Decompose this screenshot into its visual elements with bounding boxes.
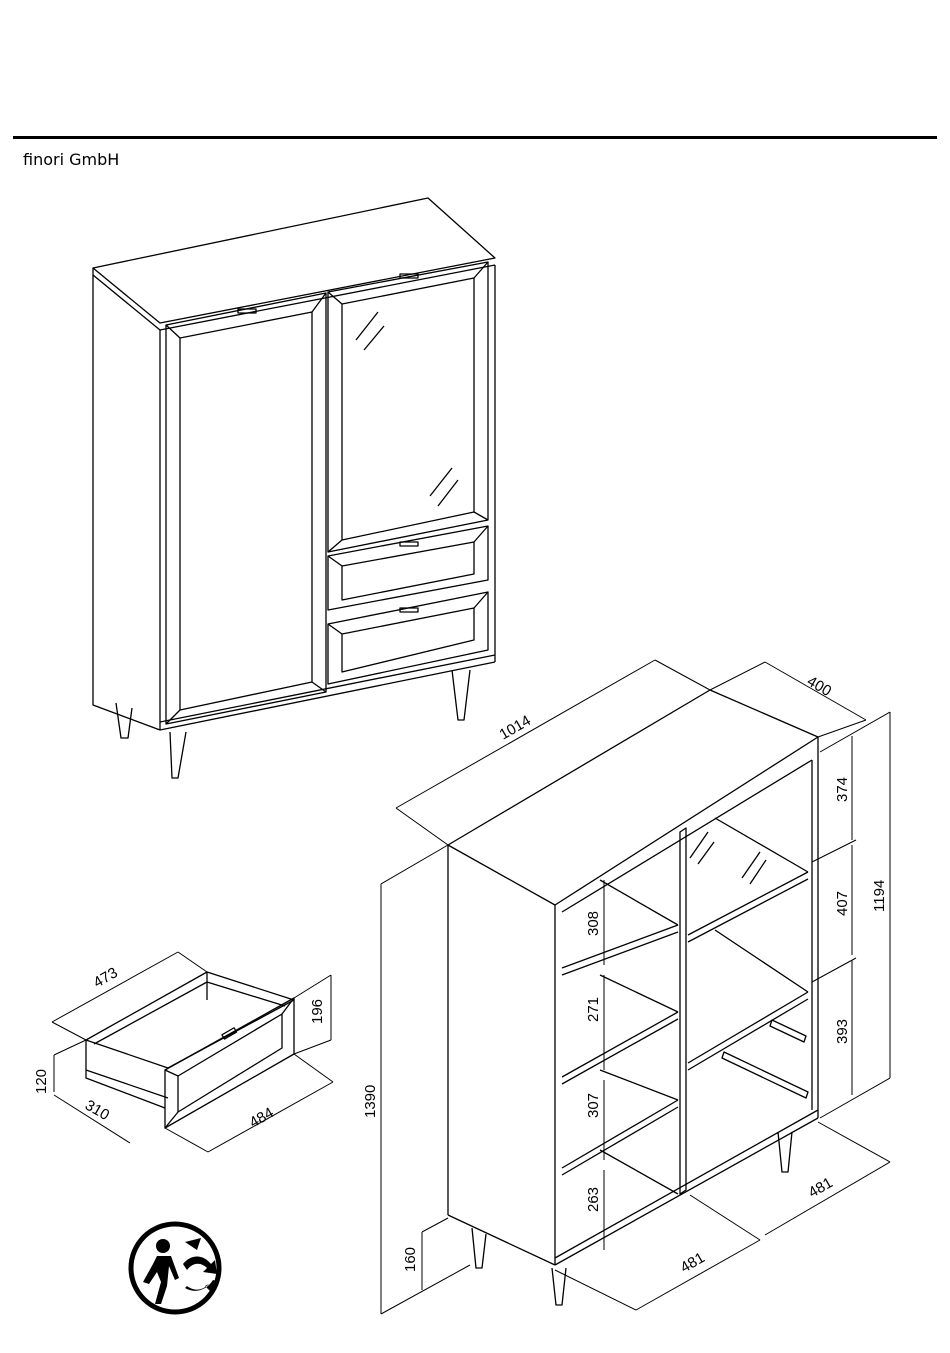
label-drawer-height: 196 (309, 999, 326, 1024)
label-right-middle: 407 (834, 891, 851, 916)
label-cabinet-height: 1390 (362, 1085, 379, 1118)
label-cabinet-depth: 400 (804, 673, 834, 700)
drawer-detail (86, 972, 294, 1128)
cabinet-open-view (448, 690, 818, 1305)
cabinet-closed-view (93, 198, 495, 778)
label-right-lower: 393 (834, 1019, 851, 1044)
label-left-shelf-4: 263 (585, 1187, 602, 1212)
label-right-upper: 374 (834, 777, 851, 802)
label-bottom-width-right: 481 (806, 1174, 836, 1201)
label-left-shelf-1: 308 (585, 911, 602, 936)
label-drawer-depth: 310 (82, 1097, 112, 1124)
label-drawer-width: 473 (91, 964, 121, 991)
label-left-shelf-3: 307 (585, 1093, 602, 1118)
recycle-icon (131, 1224, 219, 1312)
dimension-lines (52, 660, 890, 1314)
dimension-labels: 1014 400 1390 160 1194 374 407 393 308 2… (33, 673, 888, 1277)
label-left-shelf-2: 271 (585, 997, 602, 1022)
label-cabinet-width: 1014 (497, 712, 534, 743)
label-upper-height: 1194 (871, 880, 888, 912)
label-leg-height: 160 (402, 1247, 419, 1272)
label-drawer-inner-height: 120 (33, 1069, 50, 1094)
